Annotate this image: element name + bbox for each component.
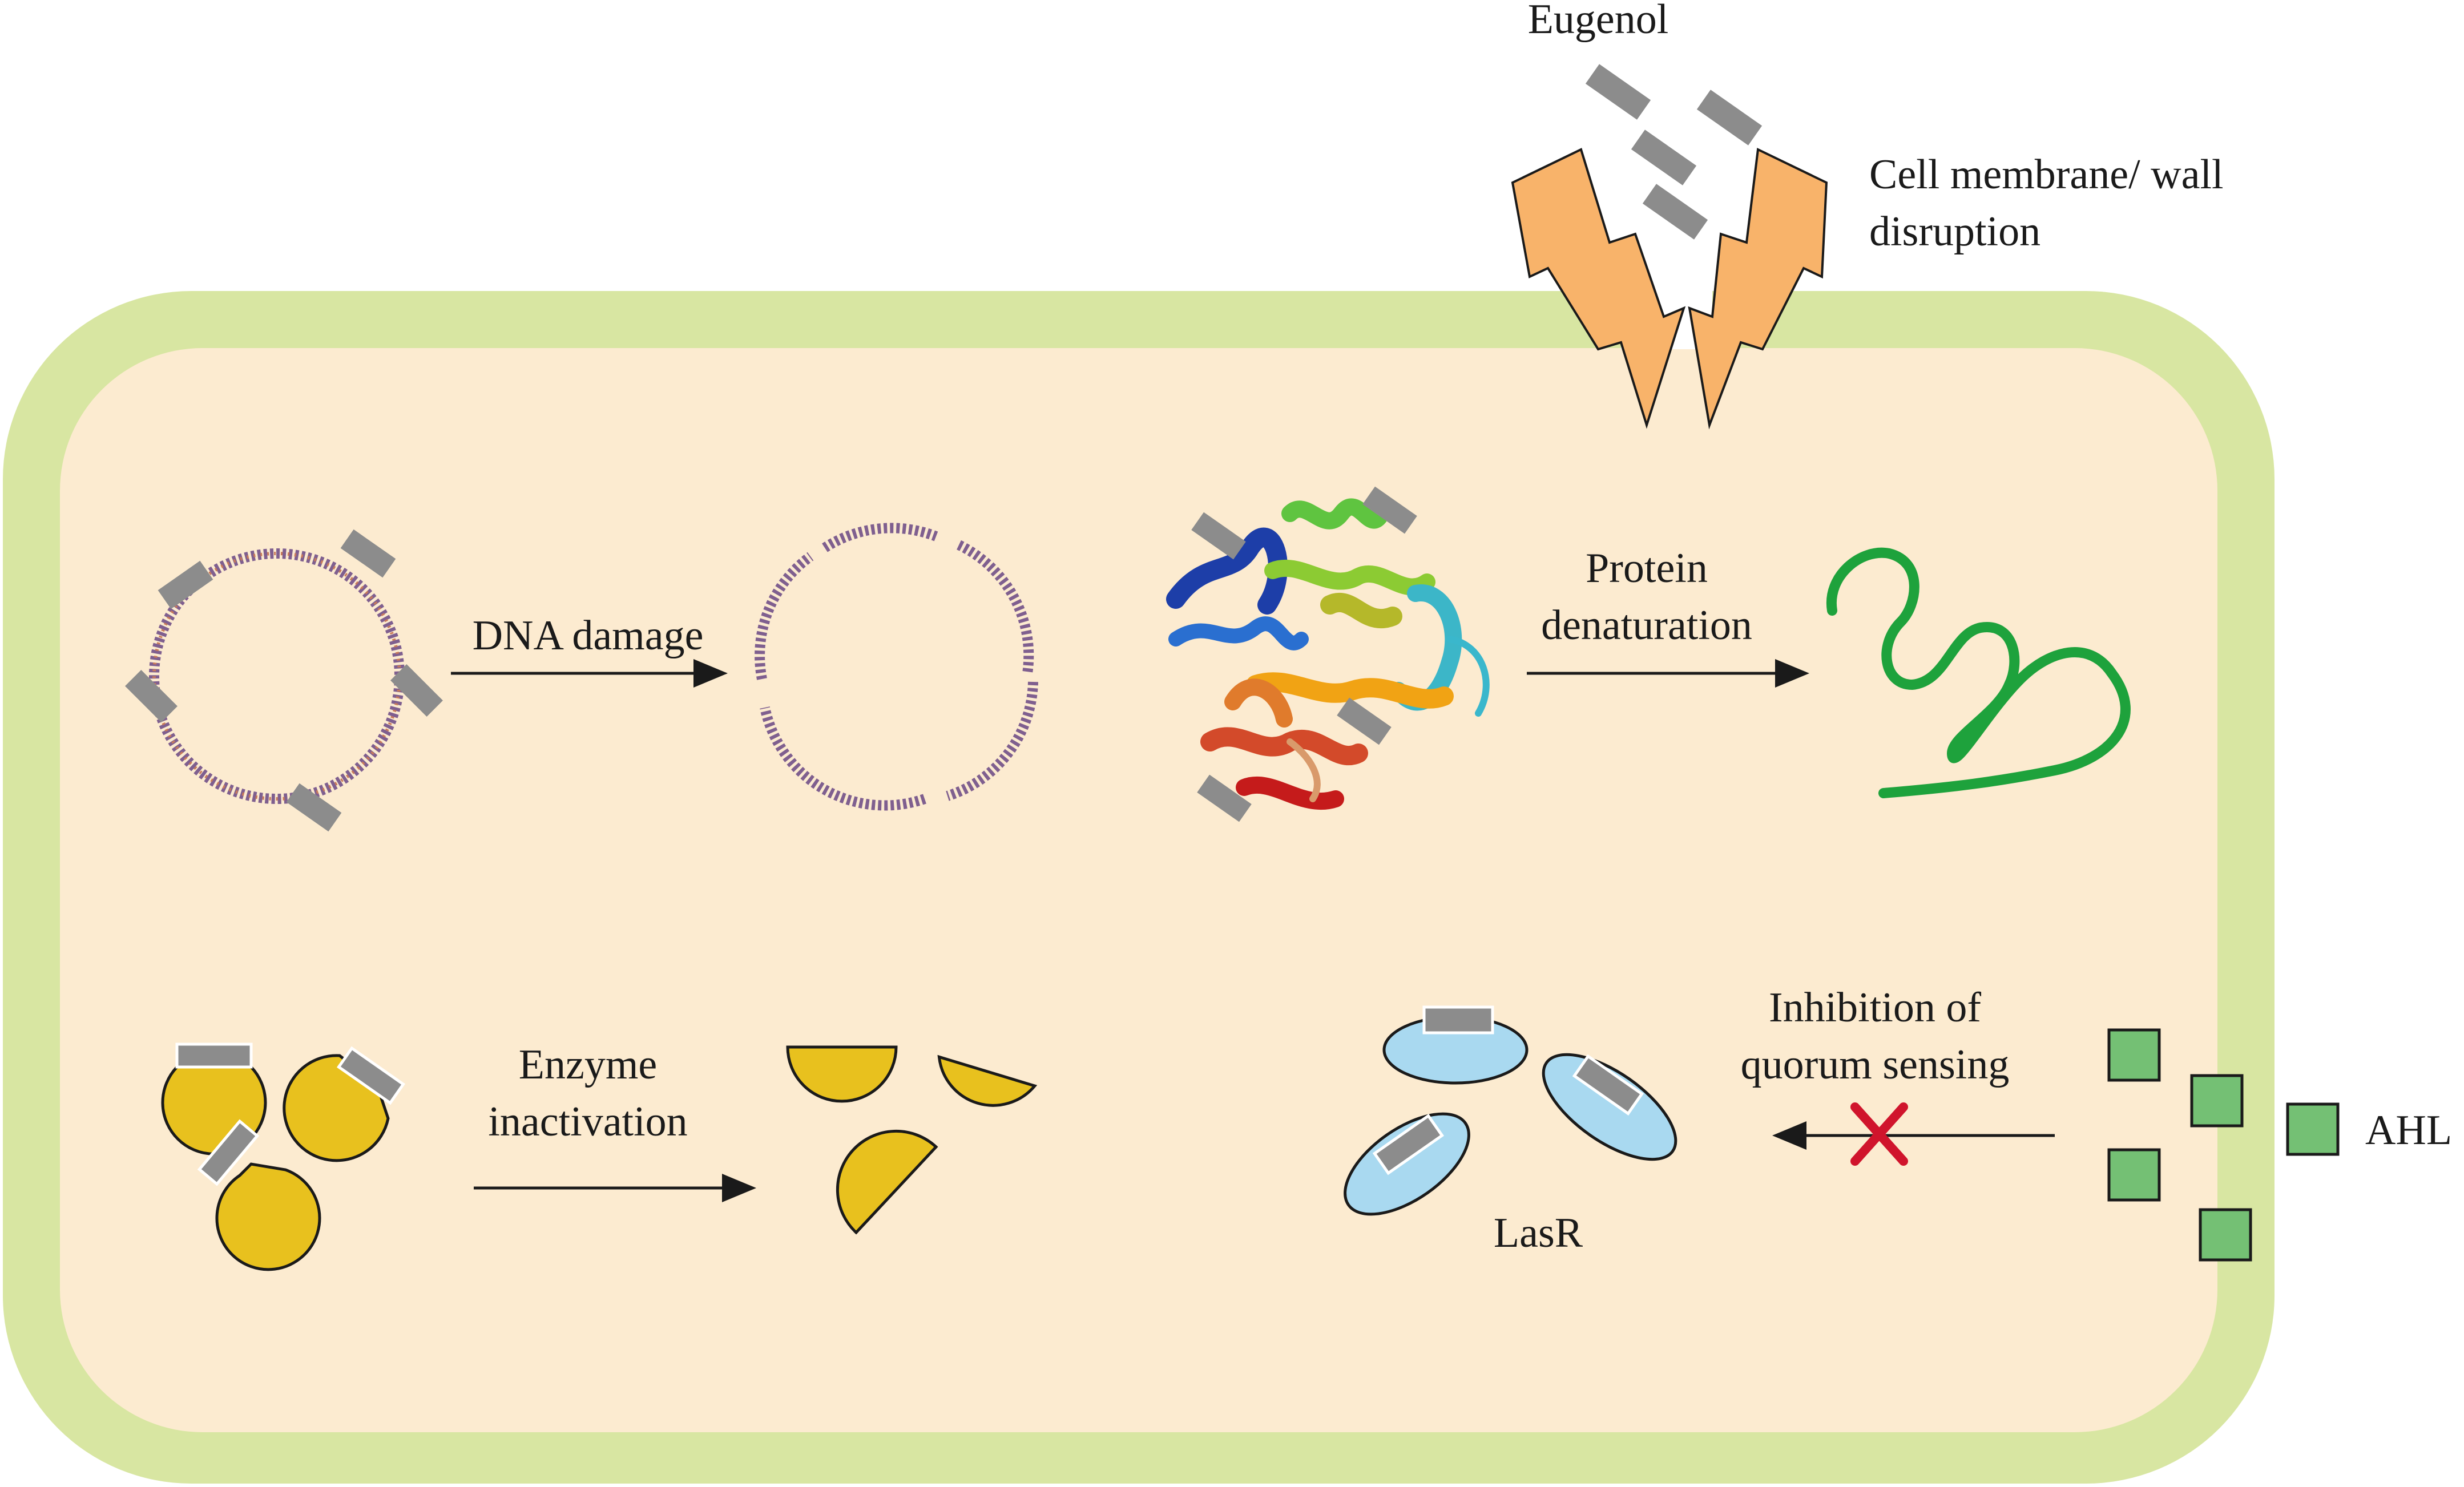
ahl-label: AHL bbox=[2365, 1107, 2452, 1154]
protein-label-line1: Protein bbox=[1586, 545, 1708, 592]
lightning-bolt-left-icon bbox=[1511, 148, 1686, 429]
enzymes-intact bbox=[161, 1042, 406, 1271]
enzymes-inactivated bbox=[786, 1045, 1038, 1235]
quorum-label-line1: Inhibition of bbox=[1769, 984, 1981, 1031]
ahl-molecules bbox=[2107, 1028, 2340, 1262]
eugenol-molecules-outside bbox=[1585, 64, 1763, 240]
lasr-label: LasR bbox=[1494, 1210, 1583, 1256]
dna-plasmid-intact bbox=[125, 529, 443, 832]
eugenol-label: Eugenol bbox=[1528, 0, 1669, 43]
quorum-label-line2: quorum sensing bbox=[1741, 1041, 2010, 1088]
enzyme-label-line2: inactivation bbox=[488, 1098, 687, 1145]
dna-plasmid-damaged bbox=[755, 523, 1038, 811]
dna-damage-label: DNA damage bbox=[473, 612, 704, 659]
denatured-protein-coil bbox=[1826, 547, 2131, 798]
protein-structure bbox=[1166, 498, 1490, 810]
membrane-label-line1: Cell membrane/ wall bbox=[1869, 151, 2224, 198]
protein-label-line2: denaturation bbox=[1541, 602, 1752, 649]
membrane-label-line2: disruption bbox=[1869, 208, 2040, 255]
protein-eugenol-blocks bbox=[1191, 486, 1417, 822]
inhibition-cross-icon bbox=[1850, 1102, 1908, 1166]
cytoplasm bbox=[60, 348, 2217, 1432]
lightning-bolt-right-icon bbox=[1688, 147, 1828, 430]
lasr-receptors bbox=[1344, 1005, 1677, 1216]
enzyme-label-line1: Enzyme bbox=[519, 1041, 657, 1088]
